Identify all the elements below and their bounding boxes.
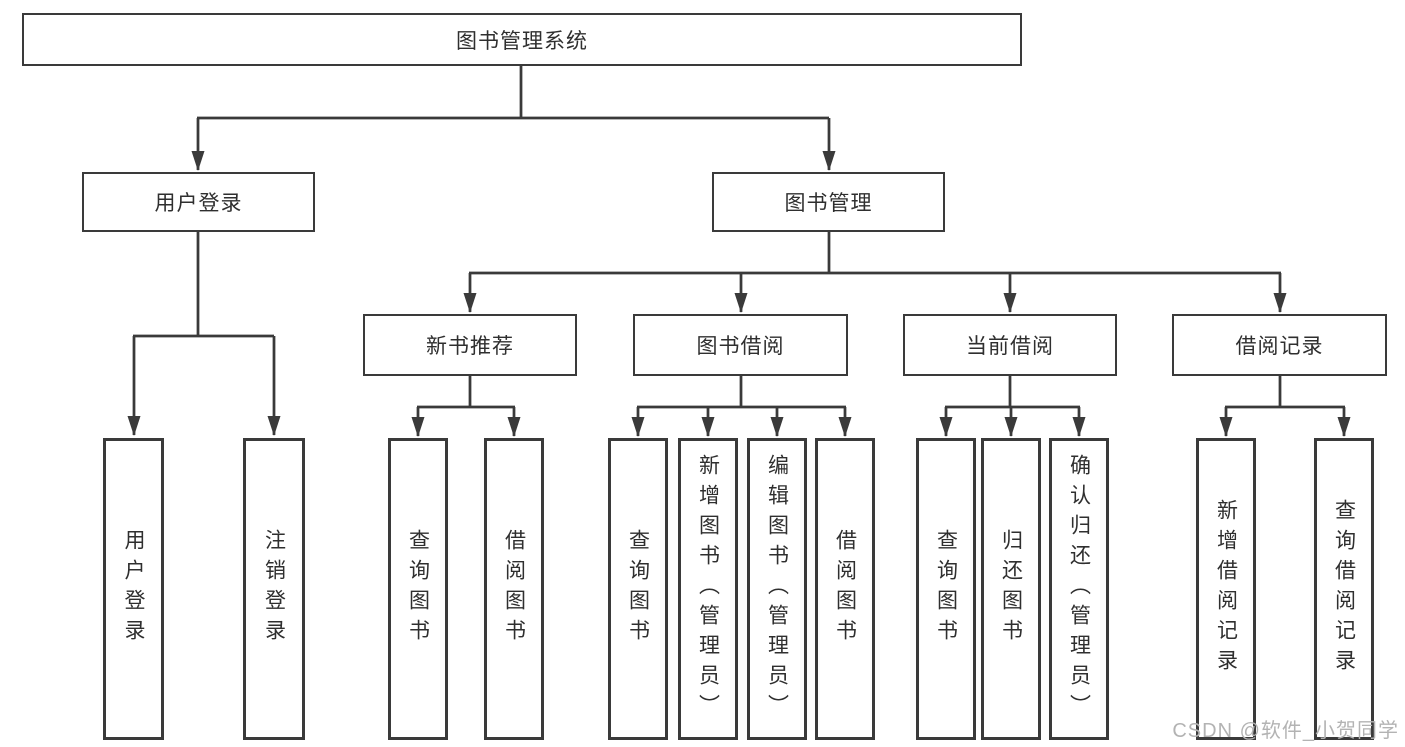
node-current-borrow: 当前借阅 — [903, 314, 1117, 376]
leaf-user-login: 用户登录 — [103, 438, 164, 740]
leaf-recommend-borrow-book-label: 借阅图书 — [502, 529, 526, 649]
leaf-borrow-query-book-label: 查询图书 — [626, 529, 650, 649]
leaf-logout: 注销登录 — [243, 438, 305, 740]
node-book-management: 图书管理 — [712, 172, 945, 232]
node-new-book-recommend-label: 新书推荐 — [426, 335, 514, 358]
node-borrow-record: 借阅记录 — [1172, 314, 1387, 376]
node-root-label: 图书管理系统 — [456, 29, 588, 53]
node-book-management-label: 图书管理 — [784, 192, 873, 215]
leaf-borrow-query-book: 查询图书 — [608, 438, 668, 740]
leaf-recommend-query-book: 查询图书 — [388, 438, 448, 740]
node-new-book-recommend: 新书推荐 — [363, 314, 577, 376]
leaf-edit-book-admin-label: 编辑图书（管理员） — [765, 454, 789, 724]
leaf-add-book-admin: 新增图书（管理员） — [678, 438, 738, 740]
leaf-return-book: 归还图书 — [981, 438, 1041, 740]
leaf-borrow-book: 借阅图书 — [815, 438, 875, 740]
leaf-current-query-book-label: 查询图书 — [934, 529, 958, 649]
leaf-user-login-label: 用户登录 — [122, 529, 145, 649]
node-root: 图书管理系统 — [22, 13, 1022, 66]
node-current-borrow-label: 当前借阅 — [966, 335, 1054, 358]
leaf-recommend-query-book-label: 查询图书 — [406, 529, 430, 649]
node-user-login: 用户登录 — [82, 172, 315, 232]
node-borrow-record-label: 借阅记录 — [1235, 335, 1324, 358]
leaf-add-book-admin-label: 新增图书（管理员） — [696, 454, 720, 724]
leaf-borrow-book-label: 借阅图书 — [833, 529, 857, 649]
node-user-login-label: 用户登录 — [154, 192, 243, 215]
leaf-confirm-return-admin-label: 确认归还（管理员） — [1067, 454, 1091, 724]
leaf-return-book-label: 归还图书 — [999, 529, 1023, 649]
leaf-add-borrow-record: 新增借阅记录 — [1196, 438, 1256, 740]
node-book-borrow-label: 图书借阅 — [696, 335, 785, 358]
leaf-add-borrow-record-label: 新增借阅记录 — [1214, 499, 1238, 679]
node-book-borrow: 图书借阅 — [633, 314, 848, 376]
leaf-current-query-book: 查询图书 — [916, 438, 976, 740]
leaf-recommend-borrow-book: 借阅图书 — [484, 438, 544, 740]
leaf-query-borrow-record-label: 查询借阅记录 — [1332, 499, 1356, 679]
leaf-query-borrow-record: 查询借阅记录 — [1314, 438, 1374, 740]
leaf-edit-book-admin: 编辑图书（管理员） — [747, 438, 807, 740]
leaf-confirm-return-admin: 确认归还（管理员） — [1049, 438, 1109, 740]
leaf-logout-label: 注销登录 — [262, 529, 286, 649]
